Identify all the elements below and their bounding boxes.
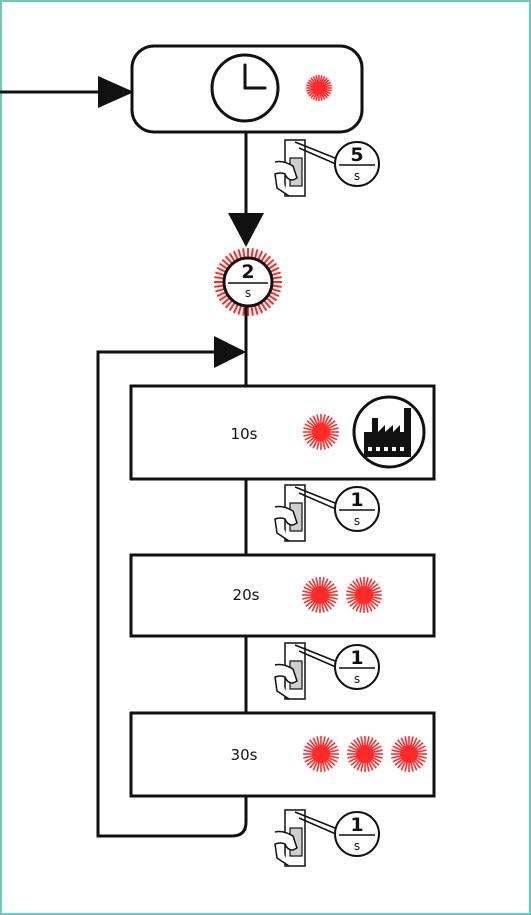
loop-back-path [96,350,248,838]
blinking-led-icon [346,577,382,613]
loop-back-arrowhead [214,336,246,368]
clock-icon [210,53,280,123]
blinking-led-icon [347,736,383,772]
finger-press-button-icon [274,484,306,542]
led-burst [306,75,332,101]
led-row [303,414,339,450]
press-timer-value: 5 [350,144,363,166]
step-label: 10s [231,425,258,443]
press-1s-indicator: 1s [274,484,380,542]
step-20s-box: 20s [129,553,436,638]
finger-press-button-icon [274,642,306,700]
press-timer-unit: s [354,672,360,686]
step-label: 20s [233,586,260,604]
blinking-led-icon [302,577,338,613]
press-timer-unit: s [354,169,360,183]
press-timer-unit: s [354,839,360,853]
press-timer-value: 1 [350,814,363,836]
press-timer-badge: 1s [334,644,380,690]
start-timer-unit: s [245,286,251,300]
press-timer-value: 1 [350,647,363,669]
step-10s-box: 10s [129,384,436,481]
press-timer-unit: s [354,514,360,528]
press-timer-badge: 1s [334,811,380,857]
step-30s-box: 30s [129,711,436,798]
blinking-led-icon [391,736,427,772]
press-5s-indicator: 5s [274,139,380,197]
blinking-led-icon [303,736,339,772]
press-timer-value: 1 [350,489,363,511]
press-timer-badge: 5s [334,141,380,187]
incoming-arrowhead [98,76,134,108]
factory-reset-icon [352,395,426,469]
press-timer-badge: 1s [334,486,380,532]
blinking-led-icon [306,75,332,101]
step-label: 30s [231,746,258,764]
led-row [302,577,382,613]
main-down-arrowhead [228,213,264,247]
press-1s-indicator: 1s [274,642,380,700]
press-1s-indicator: 1s [274,809,380,867]
led-row [303,736,427,772]
blinking-led-icon [303,414,339,450]
start-timer-value: 2 [241,261,254,283]
finger-press-button-icon [274,809,306,867]
finger-press-button-icon [274,139,306,197]
start-timer-badge: 2 s [214,248,282,316]
